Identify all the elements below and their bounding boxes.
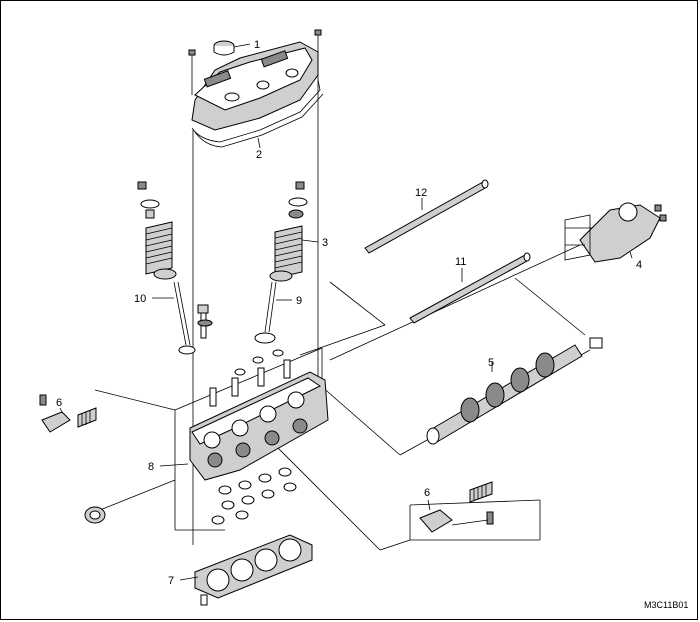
callout-12: 12 [415, 187, 427, 199]
valve-spring-left [137, 181, 177, 280]
callout-3: 3 [322, 237, 328, 249]
leader-lines [59, 43, 633, 581]
callout-1: 1 [254, 39, 260, 51]
rocker-arm-left [39, 394, 97, 433]
valve-seals [211, 349, 297, 525]
callout-5: 5 [488, 357, 494, 369]
callout-9: 9 [296, 295, 302, 307]
callout-11: 11 [455, 256, 466, 268]
cylinder-head-cover [191, 41, 324, 148]
callout-8: 8 [148, 461, 154, 473]
cover-bolts [188, 29, 322, 95]
camshaft [426, 337, 603, 445]
assembly-guide-lines [94, 60, 600, 551]
rocker-shaft-12 [364, 179, 489, 254]
exhaust-valve [254, 281, 277, 344]
intake-valve [173, 281, 196, 355]
callout-6-left: 6 [56, 397, 62, 409]
rocker-arm-right [419, 481, 494, 533]
callout-2: 2 [256, 149, 262, 161]
cylinder-head-gasket [194, 534, 313, 606]
callout-4: 4 [636, 259, 642, 271]
callout-10: 10 [134, 293, 146, 305]
rocker-shaft-11 [409, 252, 531, 324]
callout-6-right: 6 [424, 487, 430, 499]
hlа-bolt [197, 304, 213, 339]
oil-filler-cap [213, 40, 235, 56]
callout-labels: 1 2 3 4 5 6 6 7 8 9 10 11 12 M3C11B01 [56, 39, 688, 610]
figure-code: M3C11B01 [644, 600, 688, 610]
callout-7: 7 [168, 575, 174, 587]
camshaft-oil-seal [84, 506, 106, 524]
valve-spring-right [269, 181, 308, 282]
thermostat-housing [564, 202, 667, 263]
cylinder-head [189, 359, 329, 481]
